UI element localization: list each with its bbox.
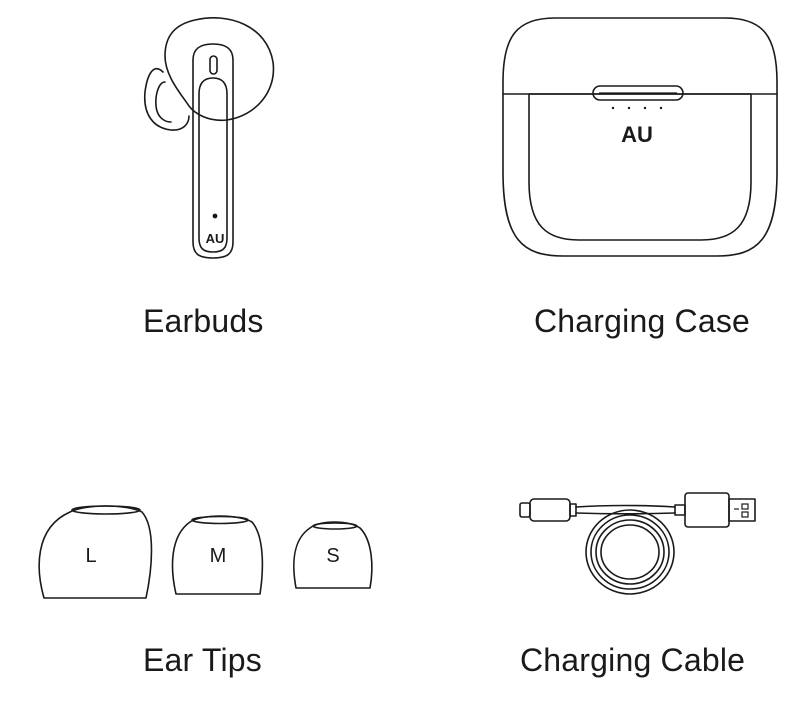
ear-tip-size-s: S [326,545,339,567]
caption-ear-tips: Ear Tips [143,642,262,678]
charging-case-illustration: AU [502,17,778,257]
ear-tip-large: L [38,505,153,599]
caption-charging-case: Charging Case [534,303,751,339]
earbud-illustration: AU [144,17,275,259]
caption-earbuds: Earbuds [143,303,264,339]
ear-tip-size-l: L [85,545,96,567]
ear-tips-illustration: L M S [38,505,373,599]
ear-tip-medium: M [171,515,264,595]
case-logo: AU [621,122,653,147]
charging-cable-illustration [519,492,756,595]
ear-tip-size-m: M [210,545,227,567]
ear-tip-small: S [293,521,373,589]
caption-charging-cable: Charging Cable [520,642,746,678]
earbud-logo: AU [206,231,225,246]
